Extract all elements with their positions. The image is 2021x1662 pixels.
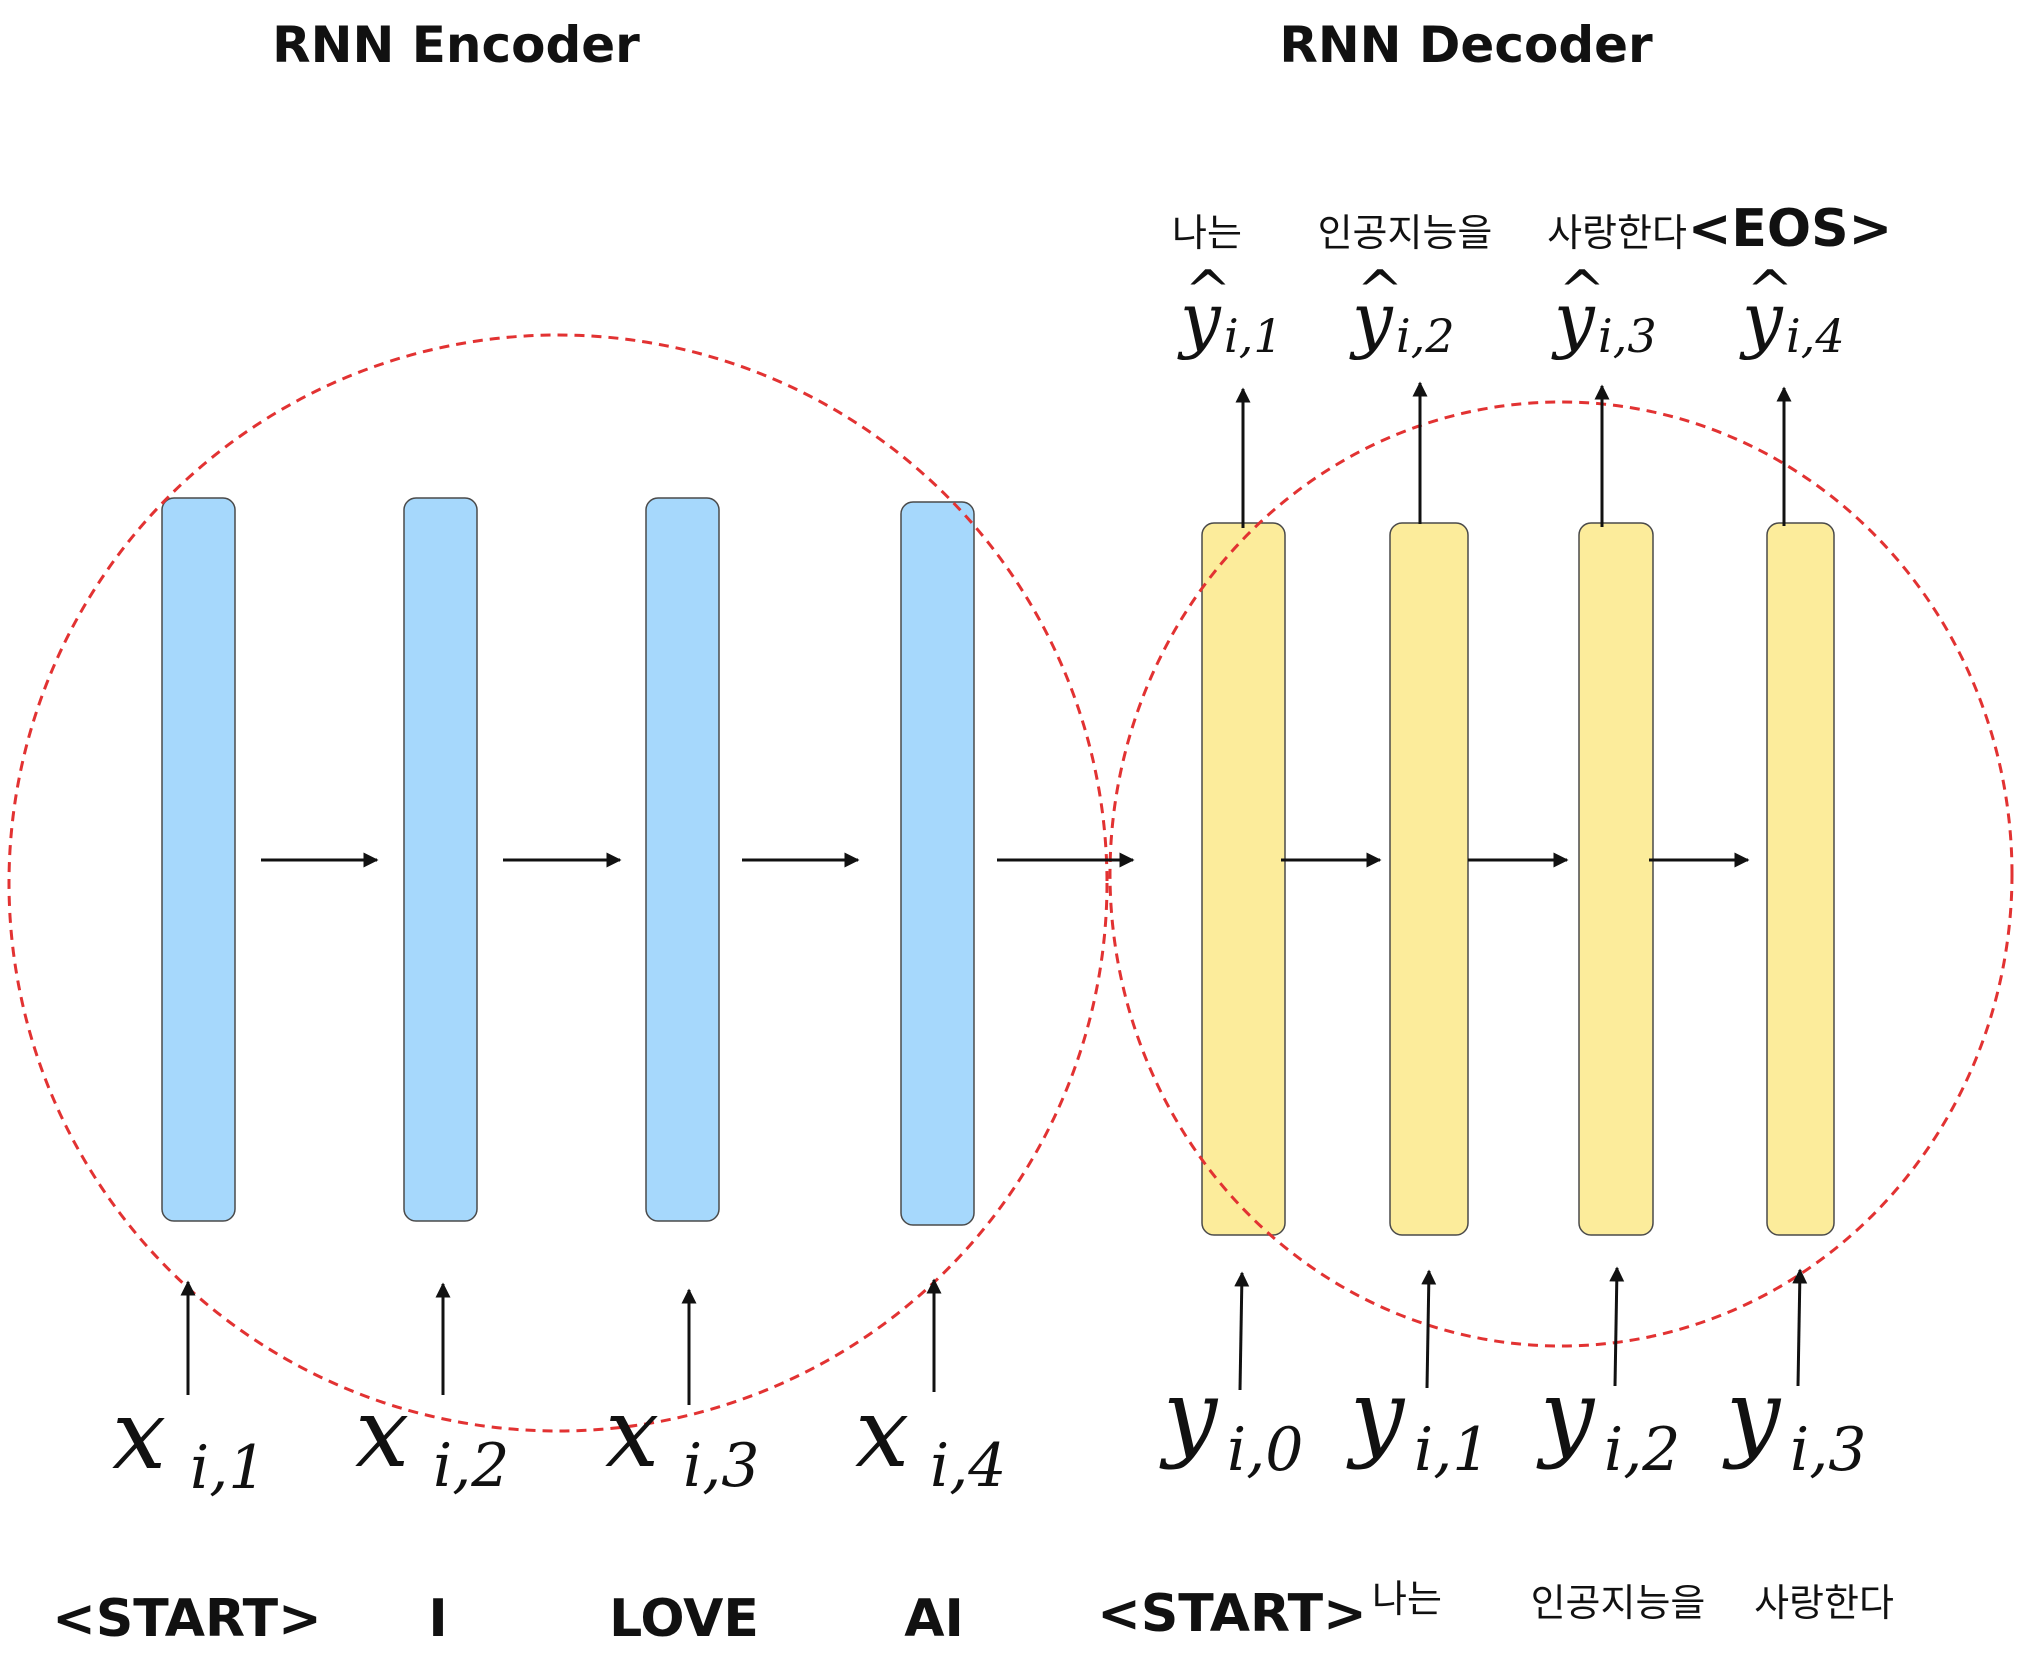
- encoder-input-var-1: x i,1: [112, 1379, 266, 1503]
- svg-text:i,2: i,2: [1604, 1415, 1680, 1485]
- svg-text:^: ^: [1357, 259, 1404, 324]
- decoder-output-var-3: ^ y i,3: [1551, 259, 1657, 363]
- svg-text:^: ^: [1559, 259, 1606, 324]
- svg-text:i,2: i,2: [433, 1431, 509, 1501]
- encoder-input-token-3: LOVE: [609, 1589, 759, 1649]
- svg-text:y: y: [1722, 1359, 1782, 1471]
- encoder-cell-2: [403, 497, 478, 1222]
- svg-text:y: y: [1177, 277, 1222, 361]
- svg-text:x: x: [605, 1377, 659, 1489]
- decoder-input-var-4: y i,3: [1722, 1359, 1866, 1485]
- svg-text:i,4: i,4: [930, 1431, 1006, 1501]
- decoder-input-var-2: y i,1: [1346, 1359, 1490, 1485]
- decoder-input-arrow-2: [1421, 1269, 1437, 1389]
- svg-text:y: y: [1159, 1359, 1219, 1471]
- encoder-title: RNN Encoder: [272, 16, 640, 74]
- svg-text:i,1: i,1: [190, 1433, 266, 1503]
- svg-text:y: y: [1551, 277, 1596, 361]
- decoder-output-var-2: ^ y i,2: [1349, 259, 1455, 363]
- encoder-cell-4: [900, 501, 975, 1226]
- svg-text:^: ^: [1747, 259, 1794, 324]
- encoder-input-var-2: x i,2: [355, 1377, 509, 1501]
- decoder-dashed-circle: [1108, 400, 2014, 1348]
- svg-text:x: x: [355, 1377, 409, 1489]
- decoder-input-var-3: y i,2: [1536, 1359, 1680, 1485]
- decoder-cell-2: [1389, 522, 1469, 1236]
- svg-text:i,0: i,0: [1227, 1415, 1303, 1485]
- encoder-cell-1: [161, 497, 236, 1222]
- encoder-input-var-3: x i,3: [605, 1377, 759, 1501]
- decoder-input-arrow-1: [1234, 1271, 1250, 1391]
- encoder-dashed-circle: [7, 333, 1109, 1433]
- decoder-input-arrow-3: [1609, 1266, 1625, 1387]
- decoder-input-var-1: y i,0: [1159, 1359, 1303, 1485]
- svg-text:y: y: [1346, 1359, 1406, 1471]
- svg-text:i,1: i,1: [1414, 1415, 1490, 1485]
- decoder-input-token-3: 인공지능을: [1531, 1581, 1706, 1625]
- svg-text:i,1: i,1: [1224, 309, 1283, 363]
- encoder-input-token-1: <START>: [52, 1589, 321, 1649]
- decoder-title: RNN Decoder: [1279, 16, 1653, 74]
- decoder-input-token-2: 나는: [1372, 1577, 1442, 1621]
- decoder-input-token-4: 사랑한다: [1754, 1581, 1894, 1625]
- encoder-input-token-4: AI: [904, 1589, 964, 1649]
- svg-text:y: y: [1739, 277, 1784, 361]
- svg-text:x: x: [112, 1379, 166, 1491]
- encoder-cell-3: [645, 497, 720, 1222]
- svg-text:i,4: i,4: [1786, 309, 1845, 363]
- svg-text:i,3: i,3: [1790, 1415, 1866, 1485]
- svg-text:^: ^: [1185, 259, 1232, 324]
- svg-text:i,3: i,3: [1598, 309, 1657, 363]
- decoder-input-token-1: <START>: [1097, 1584, 1366, 1644]
- decoder-cell-3: [1578, 522, 1654, 1236]
- decoder-output-token-3: 사랑한다: [1547, 211, 1687, 255]
- decoder-output-token-1: 나는: [1172, 211, 1242, 255]
- svg-text:i,2: i,2: [1396, 309, 1455, 363]
- svg-text:y: y: [1349, 277, 1394, 361]
- svg-text:x: x: [855, 1377, 909, 1489]
- decoder-cell-4: [1766, 522, 1835, 1236]
- svg-text:y: y: [1536, 1359, 1596, 1471]
- encoder-input-token-2: I: [428, 1589, 447, 1649]
- decoder-output-var-1: ^ y i,1: [1177, 259, 1283, 363]
- decoder-output-token-4: <EOS>: [1688, 199, 1892, 259]
- svg-text:i,3: i,3: [683, 1431, 759, 1501]
- decoder-output-var-4: ^ y i,4: [1739, 259, 1845, 363]
- decoder-cell-1: [1201, 522, 1286, 1236]
- encoder-input-var-4: x i,4: [855, 1377, 1006, 1501]
- decoder-input-arrow-4: [1792, 1268, 1808, 1387]
- decoder-output-token-2: 인공지능을: [1318, 211, 1493, 255]
